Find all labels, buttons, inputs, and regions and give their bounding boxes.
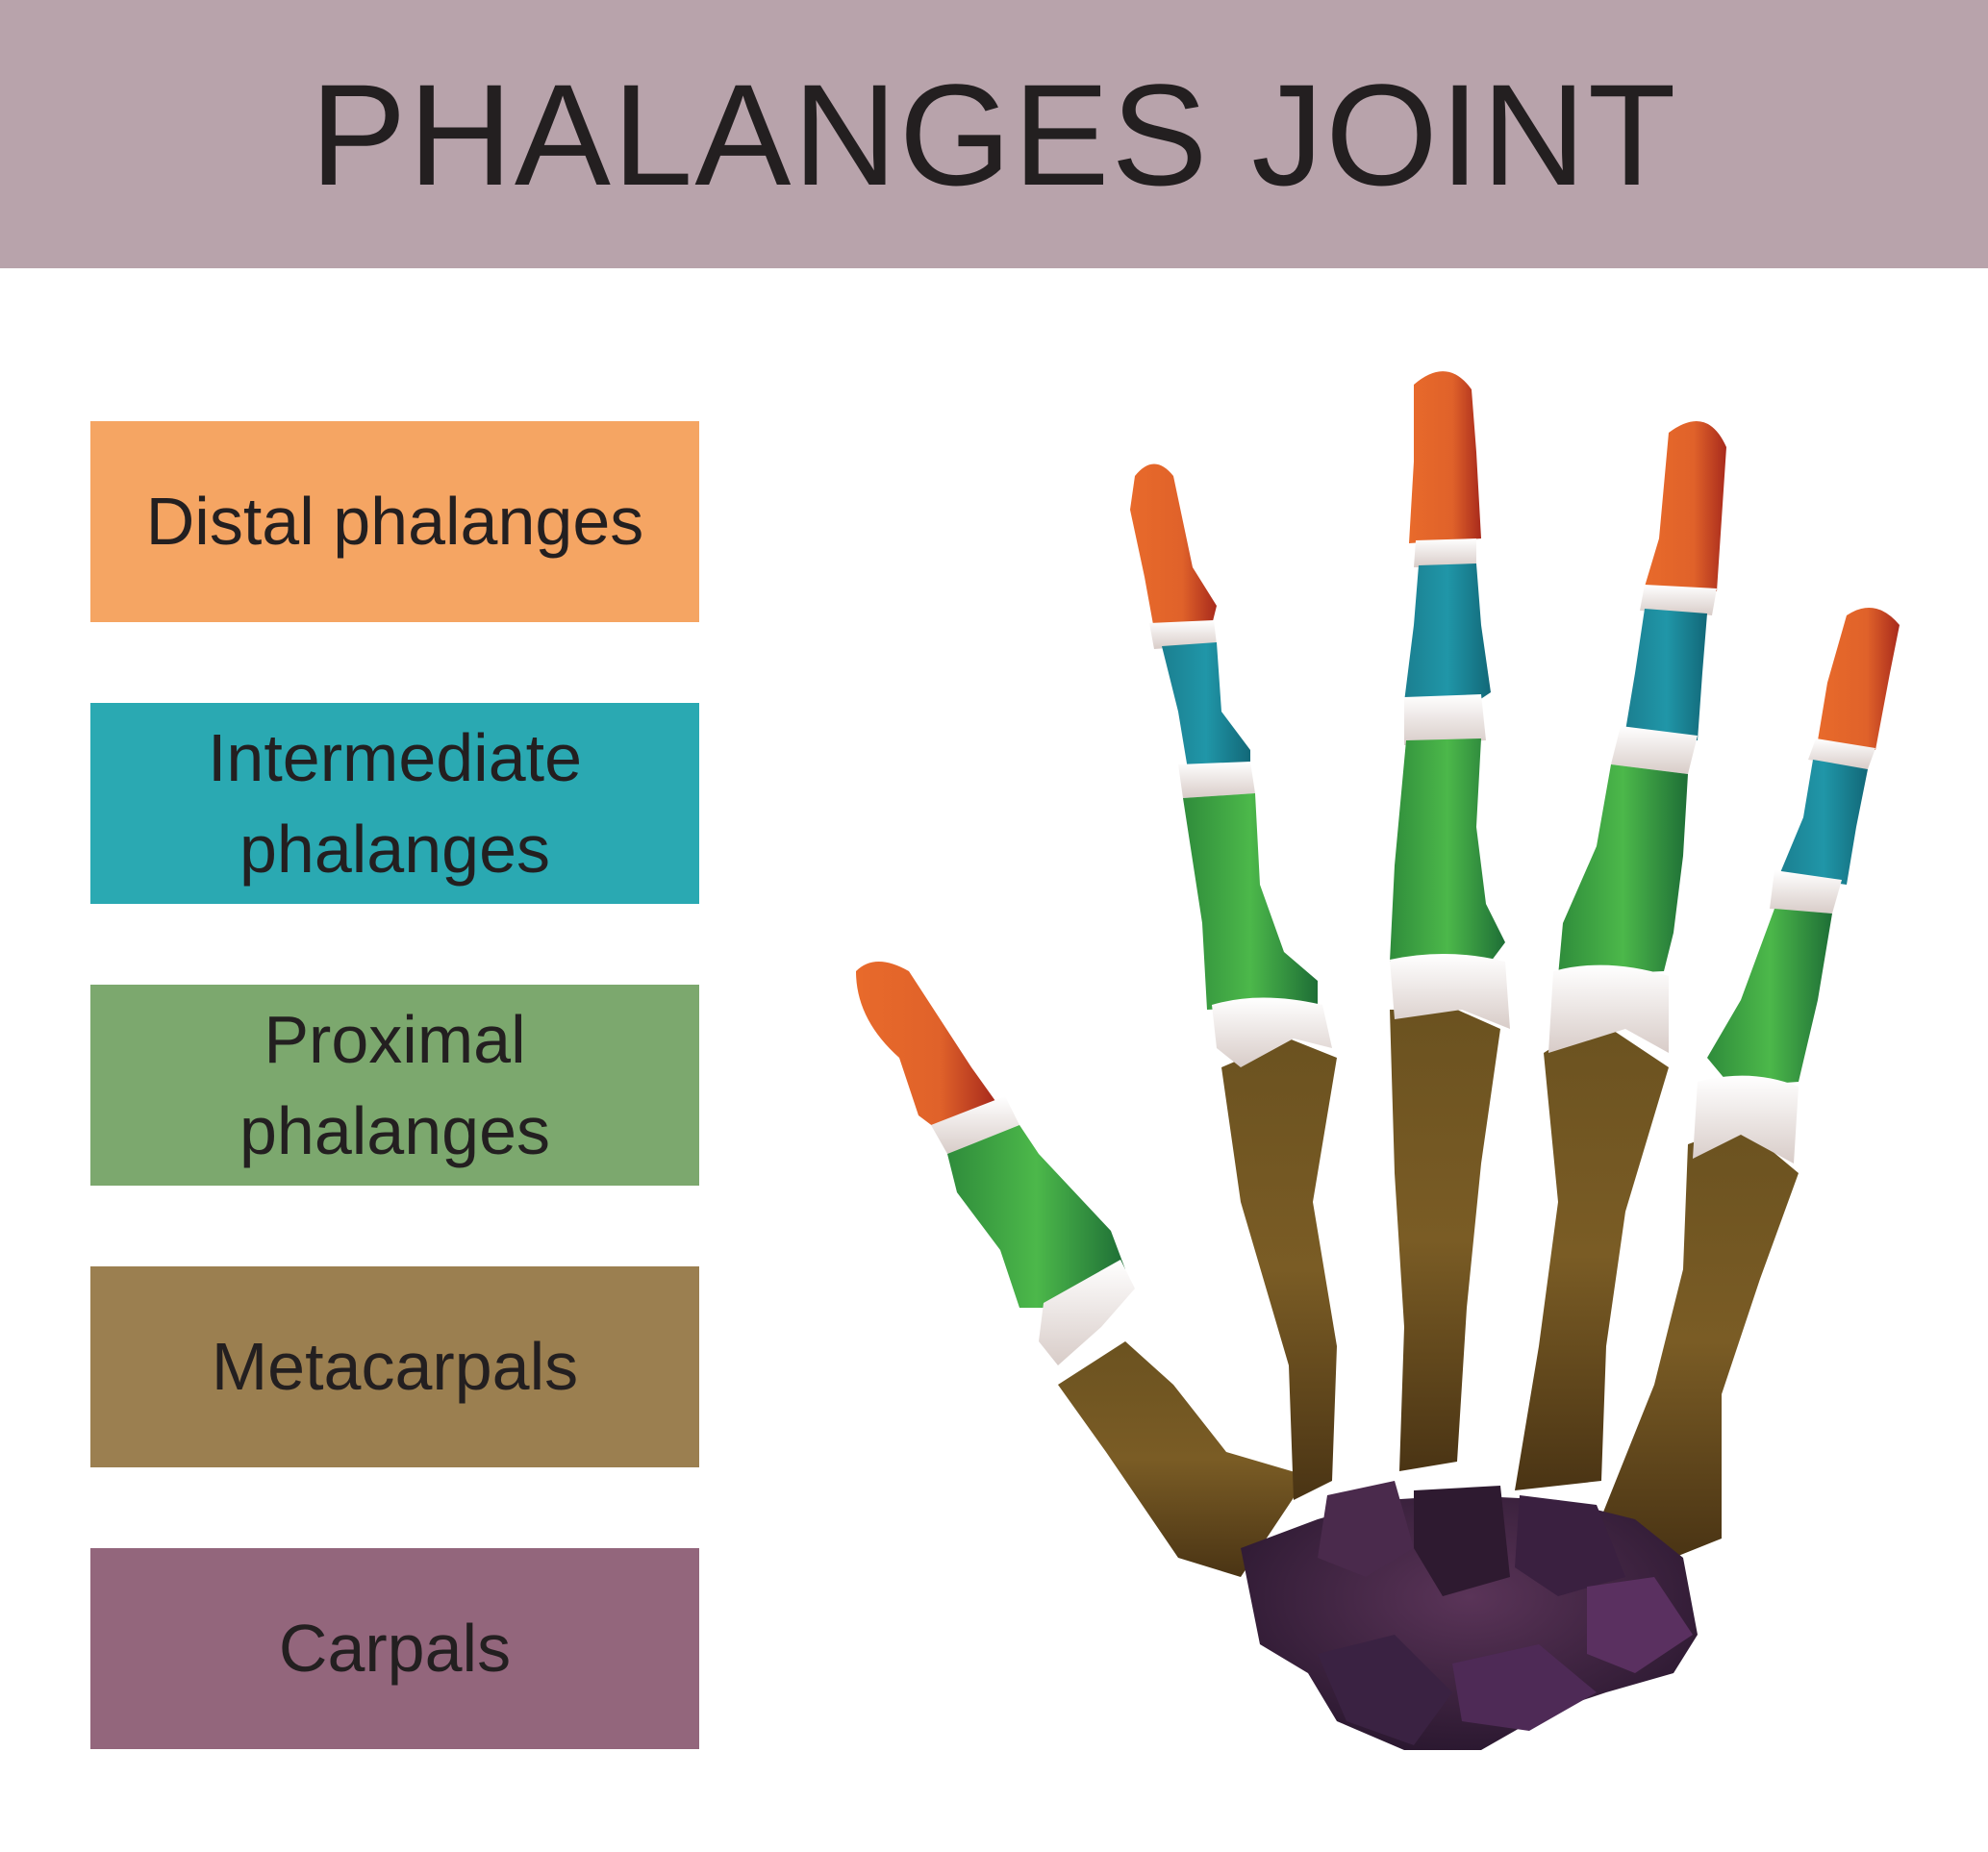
- legend-intermediate-phalanges: Intermediate phalanges: [90, 703, 699, 904]
- metacarpals: [1058, 1010, 1799, 1577]
- page-title: PHALANGES JOINT: [310, 53, 1678, 215]
- legend-label: Intermediate phalanges: [207, 720, 583, 887]
- ring-finger: [1548, 421, 1726, 1053]
- index-finger: [1130, 463, 1332, 1067]
- legend-carpals: Carpals: [90, 1548, 699, 1749]
- middle-finger: [1390, 371, 1510, 1029]
- little-finger: [1693, 608, 1900, 1164]
- title-banner: PHALANGES JOINT: [0, 0, 1988, 268]
- legend-label: Proximal phalanges: [239, 1002, 551, 1168]
- legend-label: Metacarpals: [211, 1329, 579, 1405]
- legend-label: Carpals: [278, 1611, 512, 1687]
- legend-distal-phalanges: Distal phalanges: [90, 421, 699, 622]
- carpals: [1241, 1481, 1698, 1750]
- legend-metacarpals: Metacarpals: [90, 1266, 699, 1467]
- legend-proximal-phalanges: Proximal phalanges: [90, 985, 699, 1186]
- thumb: [856, 962, 1135, 1365]
- legend-label: Distal phalanges: [145, 484, 644, 560]
